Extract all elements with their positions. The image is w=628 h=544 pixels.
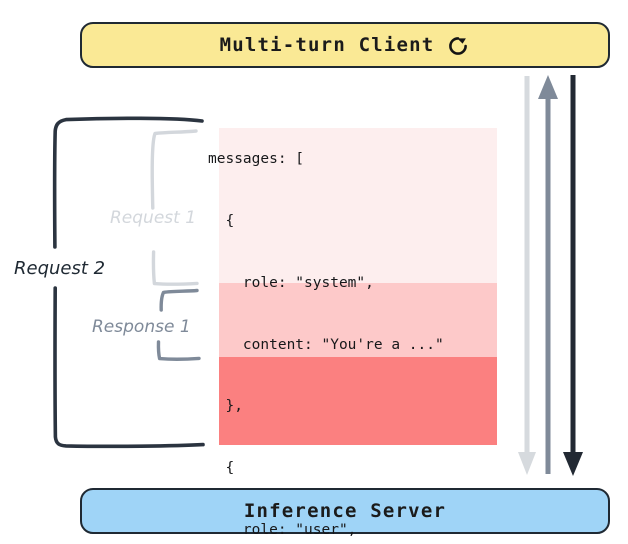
code-line: content: "You're a ..." [208, 336, 444, 353]
code-line: role: "user", [208, 521, 357, 538]
message-block-assistant [219, 283, 497, 357]
bracket-request-1 [150, 129, 199, 286]
bracket-request-2 [52, 116, 205, 449]
bracket-label-request-2: Request 2 [14, 258, 106, 279]
bracket-response-1 [156, 288, 201, 361]
code-line: { [208, 460, 235, 477]
messages-code-listing: messages: [ { role: "system", content: "… [208, 108, 470, 544]
code-header: messages: [ [208, 151, 305, 168]
bracket-label-request-1: Request 1 [110, 208, 197, 228]
refresh-loop-icon [446, 34, 470, 58]
code-line: { [208, 212, 235, 229]
code-line: }, [208, 398, 243, 415]
code-line: role: "system", [208, 274, 374, 291]
message-block-system-user [219, 128, 497, 283]
bracket-label-response-1: Response 1 [92, 317, 191, 337]
response-1-arrow [538, 75, 558, 474]
inference-server-label: Inference Server [243, 500, 447, 522]
message-block-user-2 [219, 357, 497, 445]
request-2-arrow [563, 75, 583, 476]
inference-server-node[interactable]: Inference Server [80, 488, 610, 534]
multi-turn-client-label: Multi-turn Client [219, 34, 435, 56]
request-1-arrow [518, 76, 536, 475]
multi-turn-client-node[interactable]: Multi-turn Client [80, 22, 610, 68]
